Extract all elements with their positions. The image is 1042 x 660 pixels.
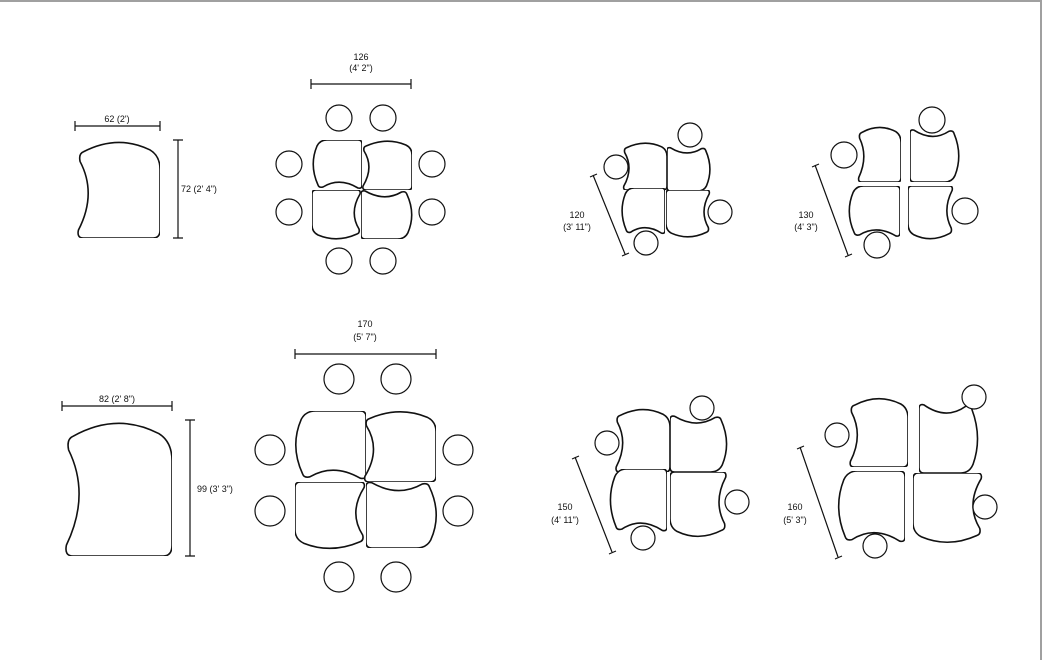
table-piece bbox=[362, 140, 412, 190]
height-label: 99 (3' 3") bbox=[197, 484, 233, 494]
dimension-imperial: (5' 7") bbox=[353, 332, 376, 342]
table-piece bbox=[913, 473, 983, 543]
group-170: 170 (5' 7") bbox=[254, 319, 474, 593]
chairs bbox=[275, 104, 446, 275]
dimension-imperial: (4' 3") bbox=[794, 222, 817, 232]
group-130: 130 (4' 3") bbox=[794, 106, 979, 259]
chair bbox=[707, 199, 733, 225]
table-piece bbox=[366, 481, 437, 548]
dimension-value: 130 bbox=[798, 210, 813, 220]
height-dimension-line bbox=[185, 419, 195, 557]
dimension-value: 170 bbox=[357, 319, 372, 329]
chair bbox=[369, 104, 397, 132]
table-piece bbox=[670, 472, 727, 537]
table-piece bbox=[312, 140, 362, 189]
chair bbox=[862, 533, 888, 559]
table-top bbox=[64, 422, 172, 556]
chair bbox=[275, 150, 303, 178]
group-150: 150 (4' 11") bbox=[551, 395, 750, 555]
dimension-value: 150 bbox=[557, 502, 572, 512]
dimension-line bbox=[310, 79, 412, 89]
chair bbox=[951, 197, 979, 225]
dimension-line bbox=[589, 173, 630, 257]
dimension-imperial: (3' 11") bbox=[563, 222, 591, 232]
chair bbox=[824, 422, 850, 448]
height-label: 72 (2' 4") bbox=[181, 184, 217, 194]
chair bbox=[863, 231, 891, 259]
table-piece bbox=[858, 126, 901, 182]
chair bbox=[254, 495, 286, 527]
table-piece bbox=[670, 415, 728, 472]
chair bbox=[380, 561, 412, 593]
table-piece bbox=[919, 403, 979, 473]
table-piece bbox=[295, 411, 366, 480]
chair bbox=[275, 198, 303, 226]
single-table-large: 82 (2' 8") 99 (3' 3") bbox=[61, 394, 233, 557]
dimension-imperial: (4' 2") bbox=[349, 63, 372, 73]
chair bbox=[369, 247, 397, 275]
chair bbox=[724, 489, 750, 515]
chair bbox=[442, 495, 474, 527]
dimension-line bbox=[571, 455, 617, 555]
table-piece bbox=[666, 190, 710, 238]
table-piece bbox=[838, 471, 905, 542]
table-piece bbox=[364, 411, 436, 482]
chair bbox=[961, 384, 987, 410]
table-top bbox=[77, 141, 160, 238]
dimension-value: 160 bbox=[787, 502, 802, 512]
dimension-value: 120 bbox=[569, 210, 584, 220]
chair bbox=[323, 363, 355, 395]
table-piece bbox=[623, 142, 667, 190]
dimension-line bbox=[294, 349, 437, 359]
dimension-line bbox=[796, 445, 843, 560]
dimension-imperial: (5' 3") bbox=[783, 515, 806, 525]
group-160: 160 (5' 3") bbox=[783, 384, 998, 560]
table-piece bbox=[295, 482, 365, 549]
dimension-line bbox=[811, 163, 853, 258]
chairs bbox=[254, 363, 474, 593]
table-piece bbox=[848, 186, 900, 237]
table-piece bbox=[312, 190, 361, 240]
table-piece bbox=[667, 147, 711, 191]
table-piece bbox=[910, 129, 960, 182]
group-120: 120 (3' 11") bbox=[563, 122, 733, 257]
table-piece bbox=[361, 190, 413, 239]
table-piece bbox=[621, 188, 665, 234]
dimension-value: 126 bbox=[353, 52, 368, 62]
height-dimension-line bbox=[173, 139, 183, 239]
width-dimension-line bbox=[61, 401, 173, 411]
width-dimension-line bbox=[74, 121, 161, 131]
chair bbox=[418, 150, 446, 178]
chair bbox=[254, 434, 286, 466]
chair bbox=[418, 198, 446, 226]
chair bbox=[603, 154, 629, 180]
single-table-small: 62 (2') 72 (2' 4") bbox=[74, 114, 217, 239]
chair bbox=[325, 104, 353, 132]
chair bbox=[325, 247, 353, 275]
chair bbox=[380, 363, 412, 395]
dimension-imperial: (4' 11") bbox=[551, 515, 579, 525]
table-piece bbox=[609, 469, 667, 532]
table-piece bbox=[615, 409, 670, 472]
chair bbox=[594, 430, 620, 456]
table-piece bbox=[908, 186, 953, 240]
chair bbox=[689, 395, 715, 421]
width-label: 82 (2' 8") bbox=[99, 394, 135, 404]
chair bbox=[830, 141, 858, 169]
chair bbox=[323, 561, 355, 593]
chair bbox=[630, 525, 656, 551]
group-126: 126 (4' 2") bbox=[275, 52, 446, 275]
chair bbox=[677, 122, 703, 148]
chair bbox=[633, 230, 659, 256]
width-label: 62 (2') bbox=[104, 114, 129, 124]
chair bbox=[972, 494, 998, 520]
table-piece bbox=[849, 398, 908, 467]
chair bbox=[442, 434, 474, 466]
chair bbox=[918, 106, 946, 134]
